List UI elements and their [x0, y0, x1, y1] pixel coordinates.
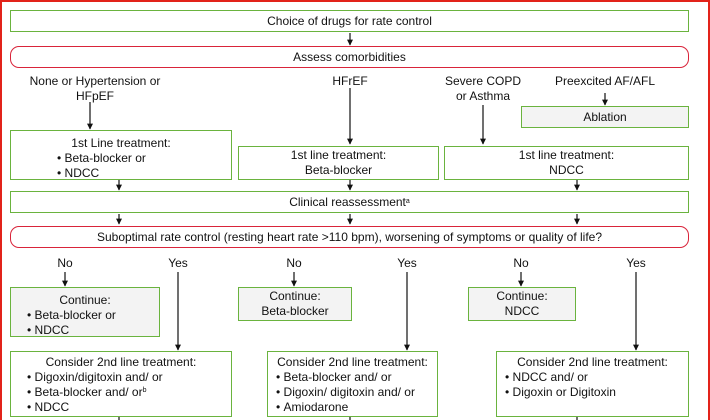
continue-col1-title: Continue:: [59, 293, 111, 307]
first-line-col1-item: NDCC: [57, 166, 231, 181]
second-line-col1-item-text: Beta-blocker and/ or: [27, 385, 143, 399]
first-line-col1-list: Beta-blocker or NDCC: [11, 151, 231, 181]
first-line-col3: 1st line treatment: NDCC: [444, 146, 689, 180]
continue-col2-drug: Beta-blocker: [261, 304, 329, 318]
second-line-col1-footnote: b: [142, 387, 147, 394]
second-line-col1-item: Beta-blocker and/ orb: [27, 385, 231, 400]
condition-copd: Severe COPD or Asthma: [433, 74, 533, 104]
first-line-col1: 1st Line treatment: Beta-blocker or NDCC: [10, 130, 232, 180]
second-line-col1-list: Digoxin/digitoxin and/ or Beta-blocker a…: [11, 370, 231, 415]
first-line-col1-item: Beta-blocker or: [57, 151, 231, 166]
answer-no-col3: No: [513, 256, 529, 270]
continue-col1-list: Beta-blocker or NDCC: [11, 308, 159, 338]
second-line-col3-item: Digoxin or Digitoxin: [505, 385, 688, 400]
suboptimal-question-box: Suboptimal rate control (resting heart r…: [10, 226, 689, 248]
second-line-col3-list: NDCC and/ or Digoxin or Digitoxin: [497, 370, 688, 400]
second-line-col1-item: Digoxin/digitoxin and/ or: [27, 370, 231, 385]
answer-yes-col3: Yes: [626, 256, 646, 270]
continue-col2-title: Continue:: [269, 289, 321, 303]
condition-none-hypertension: None or Hypertension or HFpEF: [10, 74, 180, 104]
second-line-col1: Consider 2nd line treatment: Digoxin/dig…: [10, 351, 232, 417]
continue-col1-item: NDCC: [27, 323, 159, 338]
first-line-col1-title: 1st Line treatment:: [71, 136, 171, 150]
second-line-col2-item: Amiodarone: [276, 400, 437, 415]
assess-box: Assess comorbidities: [10, 46, 689, 68]
answer-no-col2: No: [286, 256, 302, 270]
continue-col3-drug: NDCC: [504, 304, 540, 318]
answer-yes-col1: Yes: [168, 256, 188, 270]
continue-col1: Continue: Beta-blocker or NDCC: [10, 287, 160, 337]
second-line-col3-item: NDCC and/ or: [505, 370, 688, 385]
second-line-col2-item: Digoxin/ digitoxin and/ or: [276, 385, 437, 400]
second-line-col2: Consider 2nd line treatment: Beta-blocke…: [267, 351, 438, 417]
condition-none-line1: None or Hypertension or: [29, 74, 161, 88]
title-box: Choice of drugs for rate control: [10, 10, 689, 32]
continue-col1-item: Beta-blocker or: [27, 308, 159, 323]
reassessment-text: Clinical reassessment: [289, 194, 406, 209]
second-line-col1-title: Consider 2nd line treatment:: [45, 355, 197, 369]
first-line-col2-title: 1st line treatment:: [290, 148, 387, 162]
first-line-col2-drug: Beta-blocker: [304, 163, 373, 177]
condition-hfref: HFrEF: [332, 74, 368, 88]
first-line-col3-title: 1st line treatment:: [518, 148, 615, 162]
continue-col2: Continue: Beta-blocker: [238, 287, 352, 321]
condition-copd-line1: Severe COPD: [444, 74, 522, 88]
ablation-box: Ablation: [521, 106, 689, 128]
answer-yes-col2: Yes: [397, 256, 417, 270]
second-line-col3-title: Consider 2nd line treatment:: [517, 355, 668, 369]
second-line-col2-title: Consider 2nd line treatment:: [277, 355, 428, 369]
condition-copd-line2: or Asthma: [455, 89, 511, 103]
first-line-col3-drug: NDCC: [549, 163, 584, 177]
second-line-col2-item: Beta-blocker and/ or: [276, 370, 437, 385]
second-line-col3: Consider 2nd line treatment: NDCC and/ o…: [496, 351, 689, 417]
first-line-col2: 1st line treatment: Beta-blocker: [238, 146, 439, 180]
answer-no-col1: No: [57, 256, 73, 270]
continue-col3: Continue: NDCC: [468, 287, 576, 321]
condition-preexcited: Preexcited AF/AFL: [554, 74, 656, 88]
second-line-col2-list: Beta-blocker and/ or Digoxin/ digitoxin …: [268, 370, 437, 415]
continue-col3-title: Continue:: [496, 289, 548, 303]
second-line-col1-item: NDCC: [27, 400, 231, 415]
condition-none-line2: HFpEF: [75, 89, 114, 103]
